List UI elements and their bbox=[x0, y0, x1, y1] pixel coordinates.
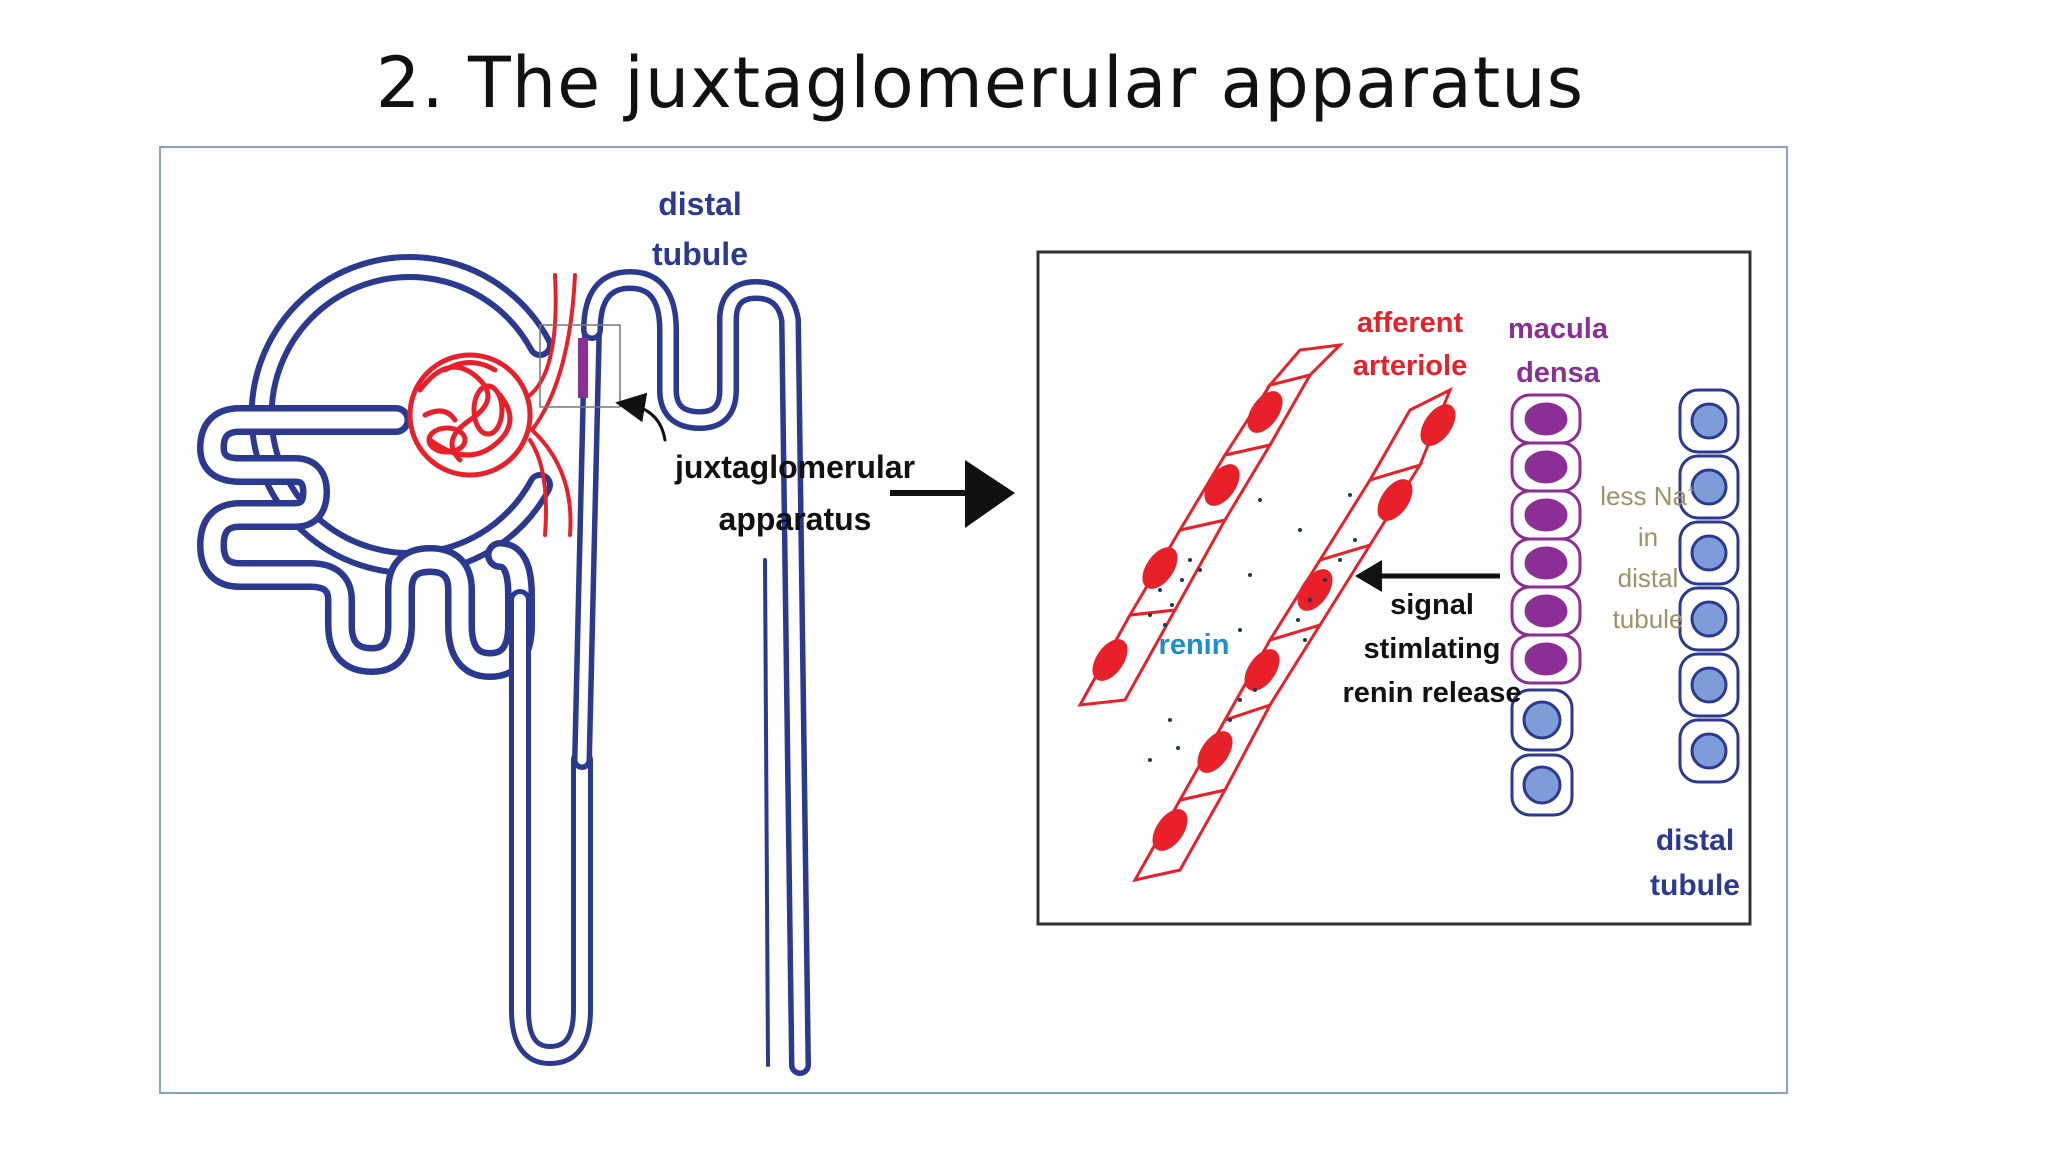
label-afferent: afferent bbox=[1357, 307, 1464, 339]
arterioles bbox=[528, 273, 577, 537]
label-signal-2: stimlating bbox=[1364, 633, 1501, 665]
tubule-cells-left bbox=[1510, 688, 1574, 817]
glomerulus bbox=[407, 352, 533, 478]
label-signal: signal bbox=[1390, 589, 1474, 621]
slide-title: 2. The juxtaglomerular apparatus bbox=[375, 42, 1585, 124]
label-distal-tubule-top-2: tubule bbox=[652, 236, 748, 272]
proximal-convoluted-tubule bbox=[197, 405, 535, 680]
label-distal-tubule-top: distal bbox=[658, 186, 742, 222]
loop-of-henle bbox=[509, 320, 602, 1066]
label-signal-3: renin release bbox=[1343, 677, 1522, 709]
label-distal-tubule-bottom: distal bbox=[1656, 824, 1734, 857]
label-jga: juxtaglomerular bbox=[674, 449, 915, 485]
zoom-arrow bbox=[890, 460, 1015, 528]
label-macula-2: densa bbox=[1516, 357, 1601, 389]
jga-pointer-arrow bbox=[615, 392, 667, 442]
nephron bbox=[197, 254, 811, 1076]
label-less-na-4: tubule bbox=[1613, 604, 1684, 634]
label-distal-tubule-bottom-2: tubule bbox=[1650, 869, 1740, 902]
afferent-arteriole-cells bbox=[1077, 342, 1456, 883]
label-renin: renin bbox=[1159, 629, 1230, 661]
renin-granules bbox=[1148, 493, 1357, 762]
macula-densa-mark bbox=[578, 338, 588, 398]
label-less-na: less Na+ bbox=[1600, 481, 1696, 511]
distal-convoluted-tubule bbox=[581, 269, 811, 1076]
labels: distal tubule juxtaglomerular apparatus … bbox=[652, 186, 1740, 902]
signal-arrow bbox=[1355, 560, 1500, 592]
macula-densa-cells bbox=[1510, 393, 1582, 685]
jga-zoom-box bbox=[539, 324, 621, 408]
collecting-duct bbox=[763, 558, 770, 1067]
label-less-na-3: distal bbox=[1618, 563, 1679, 593]
tubule-cells-right bbox=[1678, 388, 1740, 784]
label-jga-2: apparatus bbox=[719, 501, 872, 537]
label-macula: macula bbox=[1508, 313, 1609, 345]
label-less-na-2: in bbox=[1638, 522, 1658, 552]
label-afferent-2: arteriole bbox=[1353, 350, 1467, 382]
